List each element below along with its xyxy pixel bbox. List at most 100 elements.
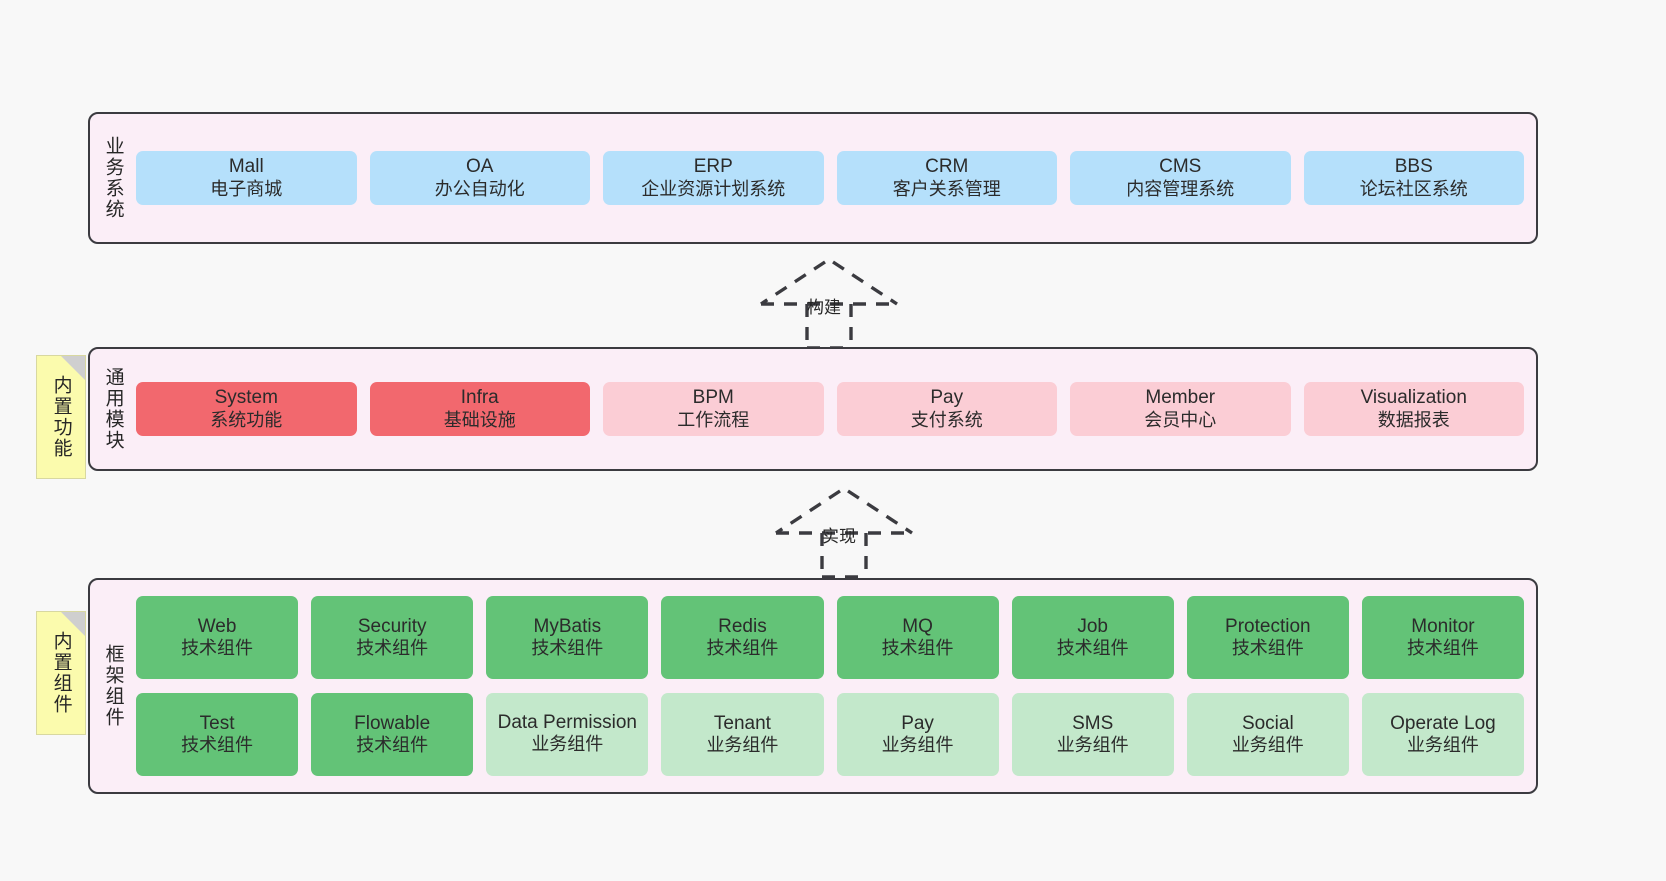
card-bbs[interactable]: BBS 论坛社区系统 (1303, 151, 1524, 205)
card-bpm[interactable]: BPM 工作流程 (603, 382, 824, 436)
card-test-cn: 技术组件 (181, 735, 254, 756)
card-operate-log-cn: 业务组件 (1406, 735, 1479, 756)
card-tenant-cn: 业务组件 (706, 735, 779, 756)
note-builtin-components: 内置组件 (36, 611, 86, 735)
common-card-row: System 系统功能 Infra 基础设施 BPM 工作流程 Pay 支付系统… (136, 382, 1524, 436)
card-mq[interactable]: MQ 技术组件 (836, 596, 999, 679)
note-builtin-features-label: 内置功能 (50, 375, 72, 459)
card-web-cn: 技术组件 (181, 638, 254, 659)
card-social[interactable]: Social 业务组件 (1186, 693, 1349, 776)
layer-title-common: 通用模块 (102, 367, 124, 451)
business-card-row: Mall 电子商城 OA 办公自动化 ERP 企业资源计划系统 CRM 客户关系… (136, 151, 1524, 205)
card-redis-en: Redis (718, 615, 767, 637)
card-member-en: Member (1145, 387, 1216, 409)
card-crm[interactable]: CRM 客户关系管理 (836, 151, 1057, 205)
card-visualization[interactable]: Visualization 数据报表 (1303, 382, 1524, 436)
layer-business-system: 业务系统 Mall 电子商城 OA 办公自动化 ERP 企业资源计划系统 CRM… (88, 112, 1538, 244)
card-cms[interactable]: CMS 内容管理系统 (1070, 151, 1291, 205)
card-cms-cn: 内容管理系统 (1126, 178, 1235, 199)
card-system-cn: 系统功能 (210, 409, 283, 430)
card-redis[interactable]: Redis 技术组件 (661, 596, 824, 679)
card-mq-en: MQ (902, 615, 933, 637)
card-bpm-en: BPM (692, 387, 734, 409)
card-member[interactable]: Member 会员中心 (1070, 382, 1291, 436)
card-flowable-cn: 技术组件 (356, 735, 429, 756)
card-test-en: Test (199, 712, 235, 734)
card-mybatis[interactable]: MyBatis 技术组件 (486, 596, 649, 679)
card-pay-component-en: Pay (901, 712, 934, 734)
card-job[interactable]: Job 技术组件 (1011, 596, 1174, 679)
card-tenant[interactable]: Tenant 业务组件 (661, 693, 824, 776)
card-erp-cn: 企业资源计划系统 (641, 178, 786, 199)
note-fold-corner-icon (61, 612, 85, 636)
card-sms[interactable]: SMS 业务组件 (1011, 693, 1174, 776)
card-flowable-en: Flowable (354, 712, 431, 734)
layer-body-common: System 系统功能 Infra 基础设施 BPM 工作流程 Pay 支付系统… (136, 349, 1536, 469)
card-erp[interactable]: ERP 企业资源计划系统 (603, 151, 824, 205)
card-mybatis-cn: 技术组件 (531, 638, 604, 659)
card-bbs-cn: 论坛社区系统 (1359, 178, 1468, 199)
card-oa-cn: 办公自动化 (434, 178, 525, 199)
card-mall[interactable]: Mall 电子商城 (136, 151, 357, 205)
card-tenant-en: Tenant (713, 712, 771, 734)
connector-implement-label: 实现 (822, 527, 856, 546)
card-infra[interactable]: Infra 基础设施 (369, 382, 590, 436)
card-monitor-en: Monitor (1411, 615, 1475, 637)
card-visualization-en: Visualization (1360, 387, 1467, 409)
card-social-cn: 业务组件 (1231, 735, 1304, 756)
card-job-en: Job (1077, 615, 1108, 637)
framework-row-technical: Web 技术组件 Security 技术组件 MyBatis 技术组件 Redi… (136, 596, 1524, 679)
layer-body-business: Mall 电子商城 OA 办公自动化 ERP 企业资源计划系统 CRM 客户关系… (136, 114, 1536, 242)
card-sms-en: SMS (1072, 712, 1114, 734)
card-member-cn: 会员中心 (1144, 409, 1217, 430)
card-crm-cn: 客户关系管理 (892, 178, 1001, 199)
layer-body-framework: Web 技术组件 Security 技术组件 MyBatis 技术组件 Redi… (136, 580, 1536, 792)
card-bbs-en: BBS (1394, 156, 1433, 178)
card-protection-en: Protection (1225, 615, 1311, 637)
card-data-permission[interactable]: Data Permission 业务组件 (486, 693, 649, 776)
card-test[interactable]: Test 技术组件 (136, 693, 299, 776)
card-erp-en: ERP (693, 156, 733, 178)
card-oa[interactable]: OA 办公自动化 (369, 151, 590, 205)
card-mybatis-en: MyBatis (533, 615, 602, 637)
card-security[interactable]: Security 技术组件 (311, 596, 474, 679)
card-security-cn: 技术组件 (356, 638, 429, 659)
card-web-en: Web (197, 615, 237, 637)
note-builtin-components-label: 内置组件 (50, 631, 72, 715)
card-infra-en: Infra (460, 387, 499, 409)
card-pay-module[interactable]: Pay 支付系统 (836, 382, 1057, 436)
card-pay-module-en: Pay (930, 387, 964, 409)
implement-arrow-glyph (775, 489, 913, 579)
card-protection-cn: 技术组件 (1231, 638, 1304, 659)
card-crm-en: CRM (925, 156, 969, 178)
card-protection[interactable]: Protection 技术组件 (1186, 596, 1349, 679)
card-bpm-cn: 工作流程 (677, 409, 750, 430)
layer-framework-components: 框架组件 Web 技术组件 Security 技术组件 MyBatis 技术组件 (88, 578, 1538, 794)
card-pay-module-cn: 支付系统 (910, 409, 983, 430)
card-oa-en: OA (466, 156, 494, 178)
card-mall-cn: 电子商城 (210, 178, 283, 199)
card-system[interactable]: System 系统功能 (136, 382, 357, 436)
connector-implement: 实现 (770, 487, 920, 579)
card-operate-log[interactable]: Operate Log 业务组件 (1361, 693, 1524, 776)
card-system-en: System (214, 387, 278, 409)
layer-common-modules: 通用模块 System 系统功能 Infra 基础设施 BPM 工作流程 Pay… (88, 347, 1538, 471)
note-builtin-features: 内置功能 (36, 355, 86, 479)
card-visualization-cn: 数据报表 (1377, 409, 1450, 430)
layer-title-business: 业务系统 (102, 136, 124, 220)
card-mq-cn: 技术组件 (881, 638, 954, 659)
card-pay-component[interactable]: Pay 业务组件 (836, 693, 999, 776)
card-social-en: Social (1241, 712, 1294, 734)
framework-card-grid: Web 技术组件 Security 技术组件 MyBatis 技术组件 Redi… (136, 596, 1524, 776)
card-mall-en: Mall (228, 156, 264, 178)
card-redis-cn: 技术组件 (706, 638, 779, 659)
layer-title-framework: 框架组件 (102, 644, 124, 728)
card-monitor[interactable]: Monitor 技术组件 (1361, 596, 1524, 679)
card-pay-component-cn: 业务组件 (881, 735, 954, 756)
card-sms-cn: 业务组件 (1056, 735, 1129, 756)
connector-build: 构建 (755, 258, 905, 350)
card-web[interactable]: Web 技术组件 (136, 596, 299, 679)
framework-row-business: Test 技术组件 Flowable 技术组件 Data Permission … (136, 693, 1524, 776)
card-job-cn: 技术组件 (1056, 638, 1129, 659)
card-flowable[interactable]: Flowable 技术组件 (311, 693, 474, 776)
